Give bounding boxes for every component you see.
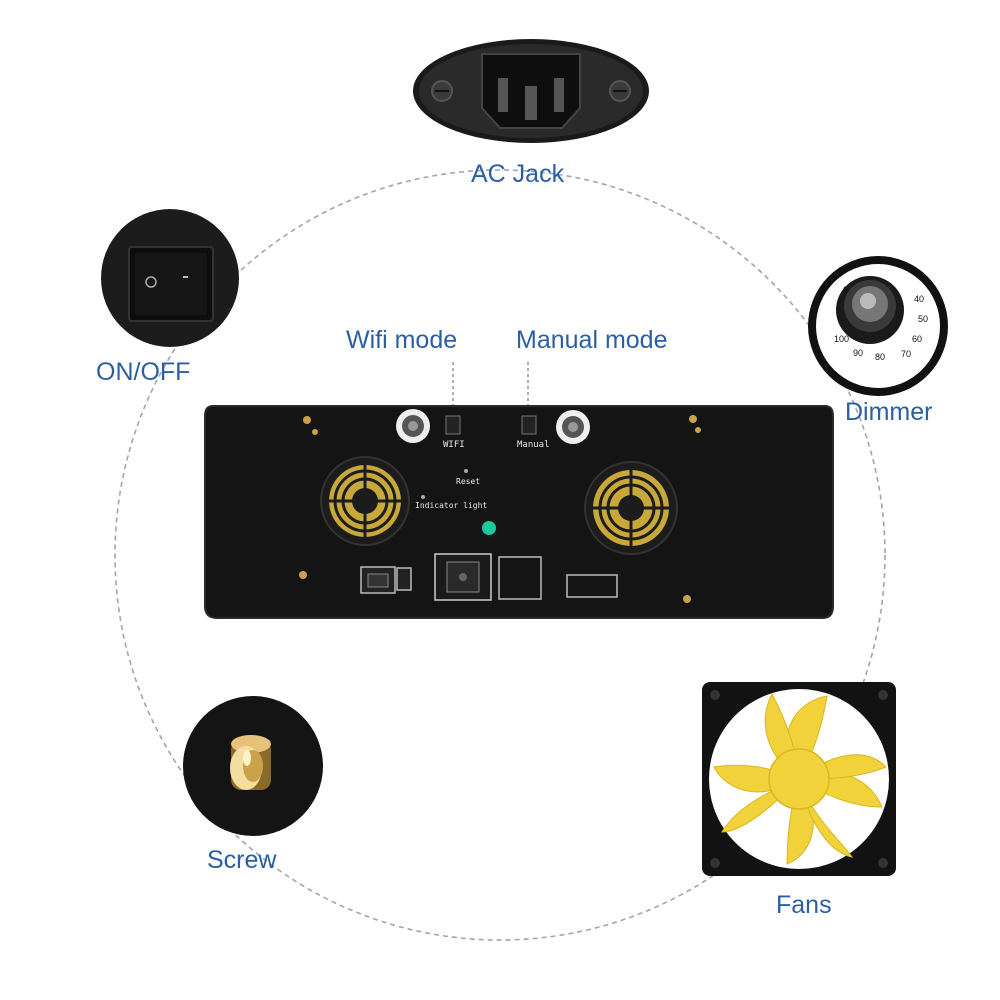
- dimmer-scale-80: 80: [875, 352, 885, 362]
- panel-indicator-text: Indicator light: [415, 501, 487, 510]
- panel-right-fan: [584, 461, 678, 555]
- fans-label: Fans: [776, 891, 832, 919]
- fan-image: [702, 682, 896, 876]
- panel-ac-inlet: [360, 566, 412, 594]
- ac-jack-label: AC Jack: [471, 160, 565, 188]
- manual-mode-label: Manual mode: [516, 326, 668, 354]
- dimmer-label: Dimmer: [845, 398, 933, 426]
- screw-image: [183, 696, 323, 836]
- indicator-light: [482, 521, 496, 535]
- wifi-mode-label: Wifi mode: [346, 326, 458, 354]
- led-panel-back: WIFI Manual Reset Indicator light: [204, 405, 834, 619]
- panel-port-box: [498, 556, 542, 600]
- panel-port-slot: [566, 574, 618, 598]
- panel-reset-text: Reset: [456, 477, 480, 486]
- on-off-label: ON/OFF: [96, 358, 191, 386]
- dimmer-scale-100: 100: [834, 334, 849, 344]
- panel-outlet: [434, 553, 492, 601]
- dimmer-scale-50: 50: [918, 314, 928, 324]
- panel-manual-knob: [556, 410, 590, 444]
- dimmer-scale-70: 70: [901, 349, 911, 359]
- dimmer-knob-image: 0 40 50 60 70 80 90 100: [808, 256, 948, 396]
- on-off-switch-image: [101, 209, 239, 347]
- dimmer-scale-90: 90: [853, 348, 863, 358]
- ac-jack-image: [413, 39, 649, 143]
- panel-manual-text: Manual: [517, 440, 550, 450]
- panel-wifi-knob: [396, 409, 430, 443]
- panel-wifi-text: WIFI: [443, 440, 465, 450]
- dimmer-scale-60: 60: [912, 334, 922, 344]
- screw-label: Screw: [207, 846, 277, 874]
- panel-left-fan: [320, 456, 410, 546]
- dimmer-scale-40: 40: [914, 294, 924, 304]
- dimmer-scale-0: 0: [843, 285, 848, 295]
